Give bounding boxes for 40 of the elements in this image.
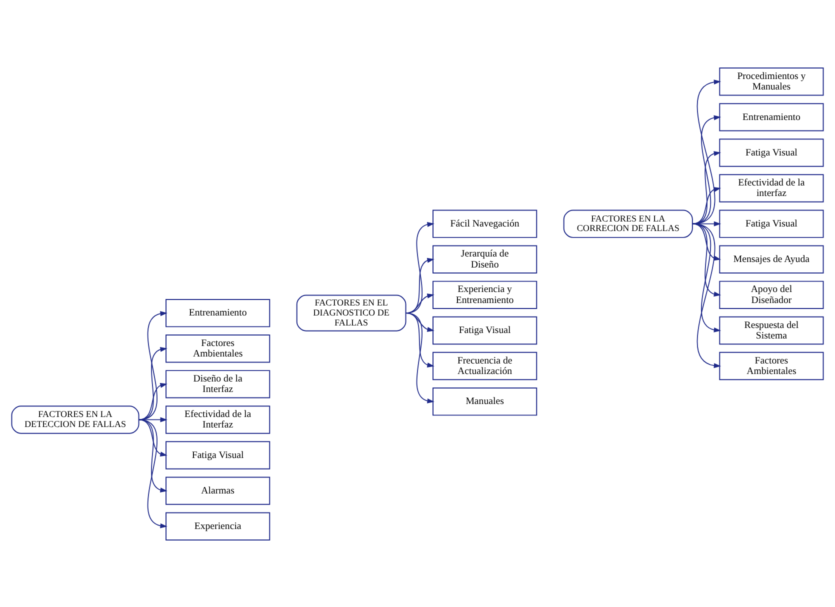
arrow bbox=[138, 418, 168, 456]
node-box: Respuesta del Sistema bbox=[719, 316, 824, 344]
arrow bbox=[138, 310, 168, 420]
node-box: Experiencia y Entrenamiento bbox=[432, 280, 538, 309]
node-box: FACTORES EN LA DETECCION DE FALLAS bbox=[11, 405, 140, 434]
node-box: Mensajes de Ayuda bbox=[719, 244, 824, 273]
node-box: Diseño de la Interfaz bbox=[166, 370, 270, 398]
node-box: Jerarquía de Diseño bbox=[432, 244, 538, 273]
node-box: Efectividad de la Interfaz bbox=[166, 405, 270, 434]
node-box: Efectividad de la interfaz bbox=[719, 174, 824, 202]
arrow bbox=[692, 222, 722, 368]
node-box: Manuales bbox=[432, 386, 538, 416]
arrow bbox=[405, 293, 434, 314]
arrow bbox=[138, 346, 168, 420]
node-box: Fácil Navegación bbox=[432, 209, 538, 238]
node-box: FACTORES EN EL DIAGNOSTICO DE FALLAS bbox=[296, 294, 406, 331]
arrow bbox=[692, 150, 722, 224]
node-box: Experiencia bbox=[166, 512, 270, 540]
node-box: Factores Ambientales bbox=[719, 351, 824, 380]
arrow bbox=[692, 114, 722, 224]
node-box: Fatiga Visual bbox=[719, 138, 824, 166]
node-box: FACTORES EN LA CORRECION DE FALLAS bbox=[563, 209, 693, 238]
node-box: Fatiga Visual bbox=[719, 209, 824, 238]
node-box: Procedimientos y Manuales bbox=[719, 67, 824, 96]
arrow bbox=[138, 418, 168, 492]
node-box: Factores Ambientales bbox=[166, 334, 270, 362]
node-box: Fatiga Visual bbox=[166, 440, 270, 469]
arrow bbox=[138, 382, 168, 420]
node-box: Entrenamiento bbox=[719, 102, 824, 131]
node-box: Frecuencia de Actualización bbox=[432, 351, 538, 380]
arrow bbox=[405, 312, 434, 403]
node-box: Entrenamiento bbox=[166, 298, 270, 327]
arrow bbox=[405, 222, 434, 314]
node-box: Fatiga Visual bbox=[432, 316, 538, 344]
arrow bbox=[692, 186, 721, 224]
node-box: Apoyo del Diseñador bbox=[719, 280, 824, 309]
arrow bbox=[138, 418, 168, 528]
node-box: Alarmas bbox=[166, 476, 270, 504]
arrow bbox=[405, 257, 434, 314]
arrow bbox=[692, 79, 722, 224]
